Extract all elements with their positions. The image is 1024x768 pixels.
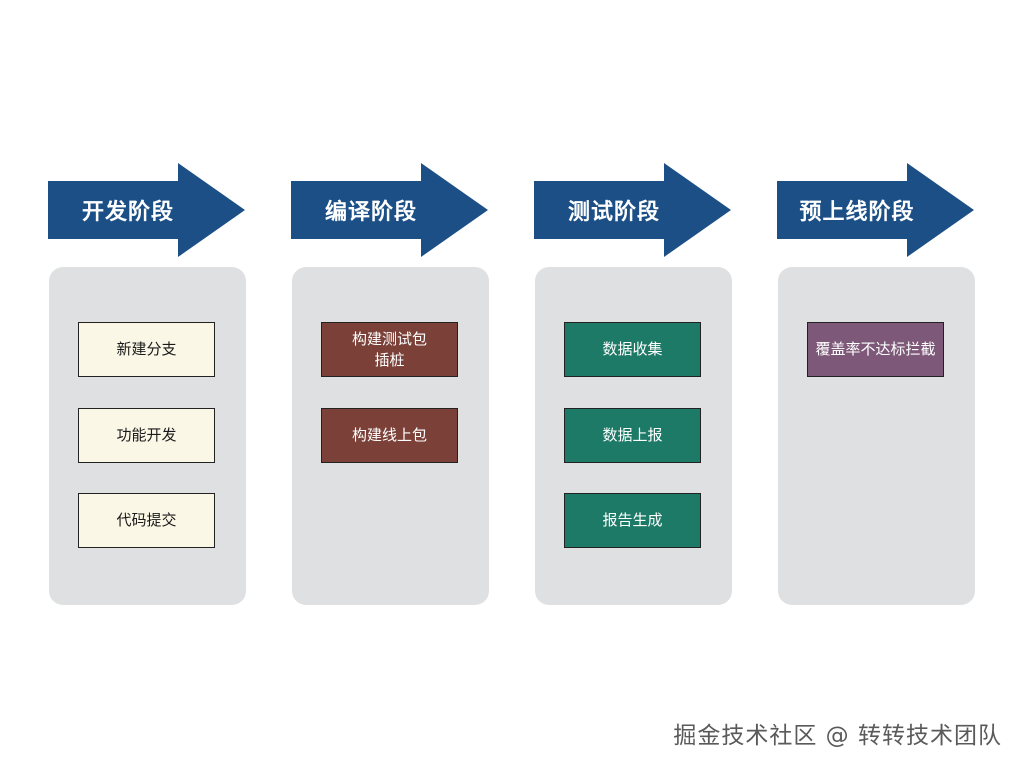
step-box: 功能开发 [78,408,215,463]
stage-arrow-test: 测试阶段 [534,163,731,257]
step-box: 代码提交 [78,493,215,548]
stage-panel-prerelease: 覆盖率不达标拦截 [778,267,975,605]
step-box: 数据收集 [564,322,701,377]
stage-panel-test: 数据收集 数据上报 报告生成 [535,267,732,605]
arrow-shape [291,163,488,257]
arrow-shape [48,163,245,257]
step-box: 报告生成 [564,493,701,548]
step-box: 覆盖率不达标拦截 [807,322,944,377]
step-box: 构建测试包 插桩 [321,322,458,377]
stage-title: 预上线阶段 [799,200,915,225]
watermark: 掘金技术社区 @ 转转技术团队 [673,723,1002,749]
stage-arrow-prerelease: 预上线阶段 [777,163,974,257]
stage-title: 编译阶段 [324,200,417,225]
step-box: 构建线上包 [321,408,458,463]
arrow-shape [534,163,731,257]
stage-arrow-dev: 开发阶段 [48,163,245,257]
stage-panel-compile: 构建测试包 插桩 构建线上包 [292,267,489,605]
stage-panel-dev: 新建分支 功能开发 代码提交 [49,267,246,605]
arrow-shape [777,163,974,257]
stage-arrow-compile: 编译阶段 [291,163,488,257]
step-box: 新建分支 [78,322,215,377]
step-box: 数据上报 [564,408,701,463]
stage-title: 开发阶段 [81,200,174,225]
stage-title: 测试阶段 [567,200,660,225]
